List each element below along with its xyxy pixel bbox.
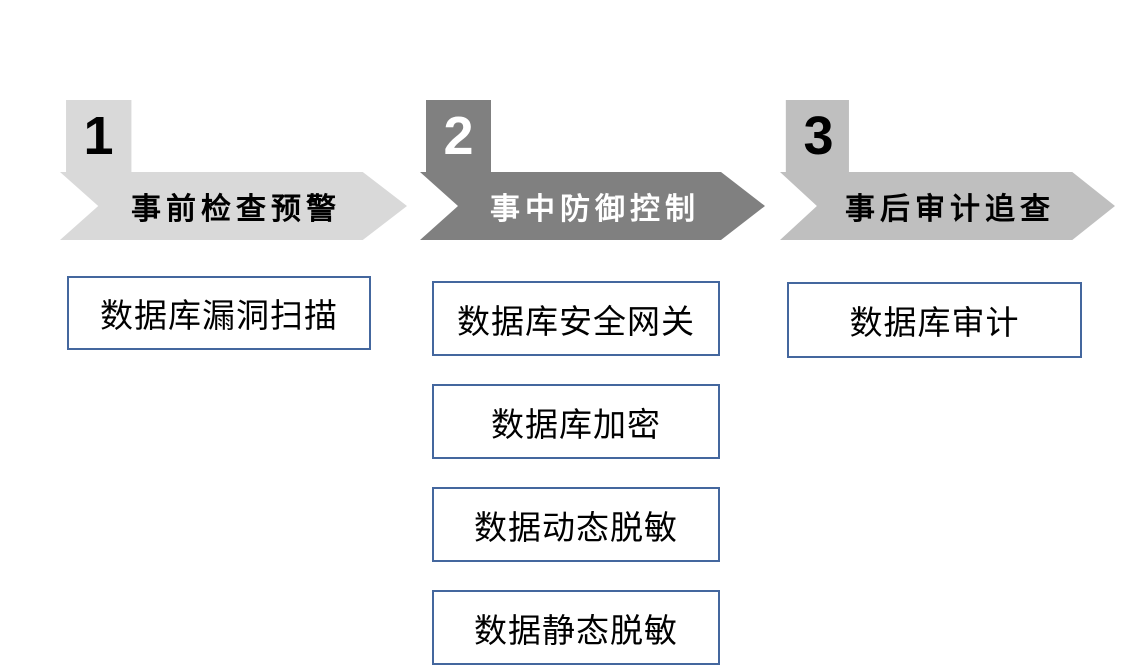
item-box-db-security-gateway: 数据库安全网关 [432, 281, 720, 356]
item-box-db-vuln-scan: 数据库漏洞扫描 [67, 276, 371, 350]
item-box-db-encryption: 数据库加密 [432, 384, 720, 459]
phase-3-shape [780, 100, 1115, 240]
phase-1: 1 事前检查预警 [60, 100, 407, 240]
chevron-arrow-shape [60, 172, 407, 240]
phase-number: 2 [443, 106, 474, 166]
phase-number: 1 [83, 106, 114, 166]
chevron-arrow-shape [420, 172, 765, 240]
item-box-static-masking: 数据静态脱敏 [432, 590, 720, 665]
phase-label: 事前检查预警 [131, 193, 341, 226]
phase-2: 2 事中防御控制 [420, 100, 765, 240]
number-tab-shape [785, 100, 849, 173]
chevron-arrow-shape [780, 172, 1115, 240]
phase-label: 事后审计追查 [845, 193, 1055, 226]
number-tab-shape [66, 100, 132, 173]
phase-3: 3 事后审计追查 [780, 100, 1115, 240]
phase-2-items: 数据库安全网关 数据库加密 数据动态脱敏 数据静态脱敏 [432, 281, 720, 665]
phase-1-items: 数据库漏洞扫描 [67, 276, 371, 350]
item-box-dynamic-masking: 数据动态脱敏 [432, 487, 720, 562]
phase-2-shape [420, 100, 765, 240]
phase-3-items: 数据库审计 [787, 282, 1082, 358]
item-box-db-audit: 数据库审计 [787, 282, 1082, 358]
phase-label: 事中防御控制 [490, 193, 700, 226]
phase-number: 3 [803, 106, 834, 166]
number-tab-shape [426, 100, 491, 173]
phase-1-shape [60, 100, 407, 240]
